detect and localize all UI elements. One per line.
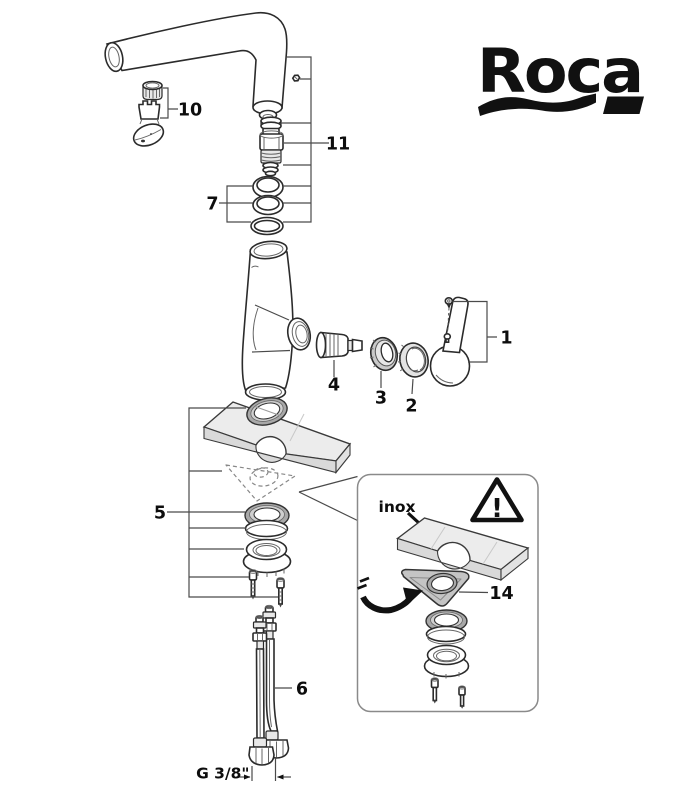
- faucet-body: [241, 240, 312, 401]
- supply-hoses: [248, 604, 290, 766]
- roca-logo: Roca: [477, 36, 644, 116]
- part-label-4: 4: [328, 376, 340, 396]
- steel-plate-inset: [395, 517, 530, 582]
- insert-arrow-icon: [356, 576, 423, 614]
- triangular-gasket-14: [400, 568, 470, 607]
- logo-swoosh: [478, 93, 596, 116]
- handle-stick: [442, 296, 469, 354]
- part-label-3: 3: [375, 389, 387, 409]
- warning-triangle-icon: !: [470, 477, 524, 524]
- part-label-2: 2: [405, 397, 417, 417]
- trim-cap-2: [397, 342, 429, 378]
- leader-lines: [160, 56, 497, 689]
- seal-ring-3: [369, 336, 399, 372]
- bolt: [430, 677, 439, 704]
- part-label-5: 5: [154, 504, 166, 524]
- base-gasket-dashed: [225, 464, 296, 502]
- aerator-key: [132, 100, 165, 147]
- hose-front: [248, 615, 275, 766]
- part-label-14: 14: [489, 584, 513, 604]
- bolt: [248, 569, 258, 600]
- part-label-6: 6: [296, 680, 308, 700]
- part-label-10: 10: [178, 101, 202, 121]
- logo-swoosh-block: [603, 96, 644, 114]
- callout-wedge: [298, 475, 358, 522]
- spout: [104, 11, 288, 121]
- thread-size-label: G 3/8": [196, 765, 249, 783]
- brand-wordmark: Roca: [477, 36, 642, 107]
- aerator: [142, 80, 163, 101]
- mounting-plate: [202, 397, 352, 475]
- inset-panel: inox !: [356, 473, 539, 713]
- set-screw: [291, 74, 301, 82]
- thread-dimension: G 3/8": [196, 758, 291, 783]
- bolt: [458, 685, 466, 709]
- part-label-7: 7: [206, 195, 218, 215]
- inset-seal-stack: [423, 609, 470, 709]
- base-seal-stack: [242, 502, 292, 608]
- spout-o-rings: [250, 175, 284, 236]
- control-cartridge: [315, 331, 363, 359]
- part-label-1: 1: [500, 329, 512, 349]
- warning-exclamation: !: [491, 494, 503, 524]
- part-number-labels: 10 11 7 1 4 3 2 5 6 14: [154, 101, 514, 700]
- handle-lever: [429, 296, 471, 387]
- bolt: [276, 577, 285, 608]
- part-label-11: 11: [326, 135, 350, 155]
- inox-label: inox: [379, 498, 416, 516]
- hose-rear: [261, 604, 290, 759]
- spout-cartridge: [259, 116, 284, 177]
